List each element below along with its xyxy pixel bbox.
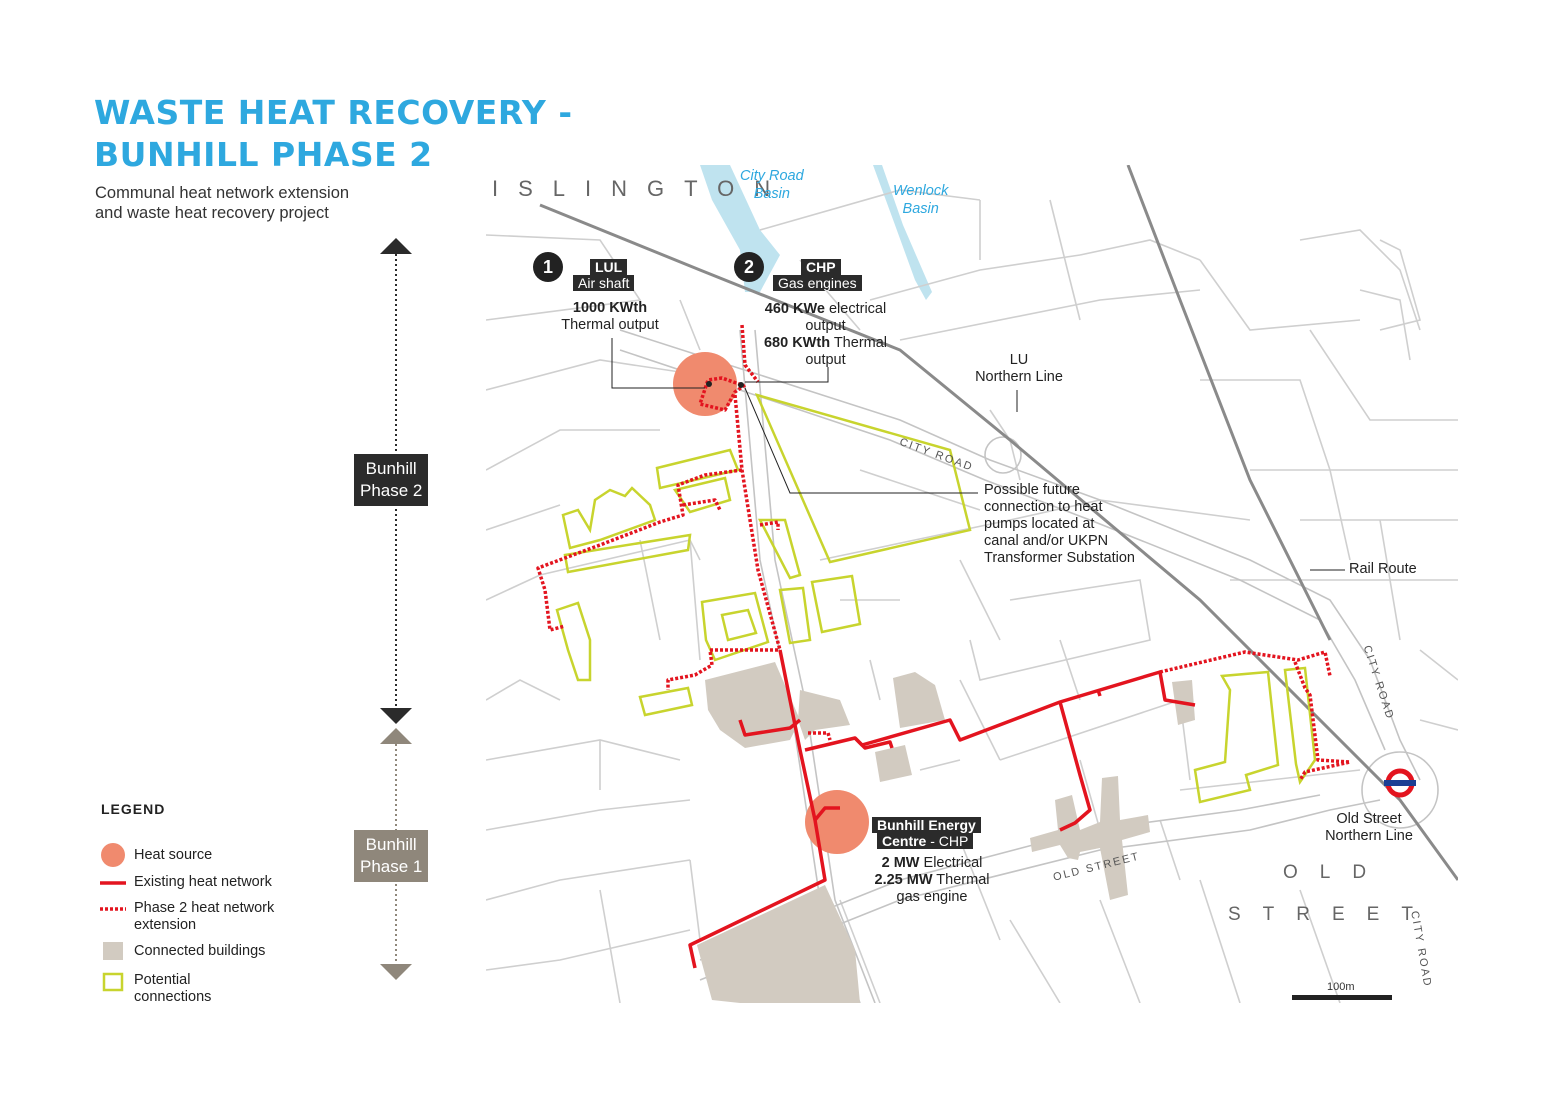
label-area-street: STREET bbox=[1228, 904, 1435, 925]
phase1-start-arrow bbox=[380, 728, 412, 744]
scale-bar bbox=[1292, 995, 1392, 1000]
phase2-end-arrow bbox=[380, 708, 412, 724]
page-title: WASTE HEAT RECOVERY - BUNHILL PHASE 2 bbox=[94, 93, 573, 174]
energy-centre-tag-2: Centre - CHP bbox=[877, 833, 974, 849]
legend-swatches bbox=[100, 843, 126, 992]
label-rail-route: Rail Route bbox=[1349, 561, 1417, 577]
source-1-number: 1 bbox=[533, 252, 563, 282]
energy-centre-output: 2 MW Electrical 2.25 MW Thermal gas engi… bbox=[874, 855, 990, 905]
legend-title: LEGEND bbox=[101, 801, 166, 817]
legend-heat-source-swatch bbox=[101, 843, 125, 867]
legend-connected-swatch bbox=[103, 942, 123, 960]
wenlock-basin bbox=[873, 165, 932, 300]
timeline-bottom-arrow bbox=[380, 964, 412, 980]
label-area-old: OLD bbox=[1283, 862, 1389, 883]
legend-heat-source: Heat source bbox=[134, 847, 213, 863]
phase2-heat-network bbox=[536, 324, 1352, 781]
source-2-tag: CHP bbox=[801, 259, 841, 275]
heat-source-1 bbox=[673, 352, 737, 416]
lul-shaft-marker bbox=[706, 381, 712, 387]
scale-label: 100m bbox=[1327, 981, 1355, 993]
timeline-top-arrow bbox=[380, 238, 412, 254]
source-1-tag: LUL bbox=[590, 259, 628, 275]
chp-marker bbox=[738, 382, 744, 388]
source-2-sub: Gas engines bbox=[773, 275, 862, 291]
label-city-road-basin: City Road Basin bbox=[740, 168, 804, 202]
legend-potential-swatch bbox=[102, 972, 124, 992]
legend-existing: Existing heat network bbox=[134, 874, 272, 890]
connected-buildings bbox=[697, 662, 1195, 1003]
callout-lines bbox=[611, 338, 1345, 571]
source-2-number: 2 bbox=[734, 252, 764, 282]
legend-potential: Potential connections bbox=[134, 972, 212, 1005]
source-1-sub: Air shaft bbox=[573, 275, 635, 291]
street-grid bbox=[486, 189, 1458, 1003]
underground-roundel-icon bbox=[1384, 768, 1416, 798]
existing-heat-network bbox=[688, 649, 1196, 969]
label-future-connection: Possible future connection to heat pumps… bbox=[984, 482, 1135, 566]
legend-phase2: Phase 2 heat network extension bbox=[134, 900, 275, 933]
energy-centre-tag-1: Bunhill Energy bbox=[872, 817, 981, 833]
legend-connected: Connected buildings bbox=[134, 943, 266, 959]
label-wenlock-basin: Wenlock Basin bbox=[893, 183, 949, 217]
page-subtitle: Communal heat network extension and wast… bbox=[95, 184, 350, 222]
phase1-badge: Bunhill Phase 1 bbox=[354, 830, 429, 882]
label-islington: ISLINGTON bbox=[492, 176, 791, 201]
source-2-output: 460 KWe electrical output 680 KWth Therm… bbox=[763, 301, 888, 368]
source-1-output: 1000 KWth Thermal output bbox=[561, 300, 659, 333]
label-lu-northern-line: LU Northern Line bbox=[975, 352, 1063, 385]
main-roads bbox=[619, 329, 1439, 1003]
phase2-badge: Bunhill Phase 2 bbox=[354, 454, 429, 506]
label-old-street-station: Old Street Northern Line bbox=[1325, 811, 1413, 844]
potential-connections bbox=[555, 393, 1317, 804]
heat-source-energy-centre bbox=[805, 790, 869, 854]
rail-lines bbox=[539, 165, 1458, 881]
